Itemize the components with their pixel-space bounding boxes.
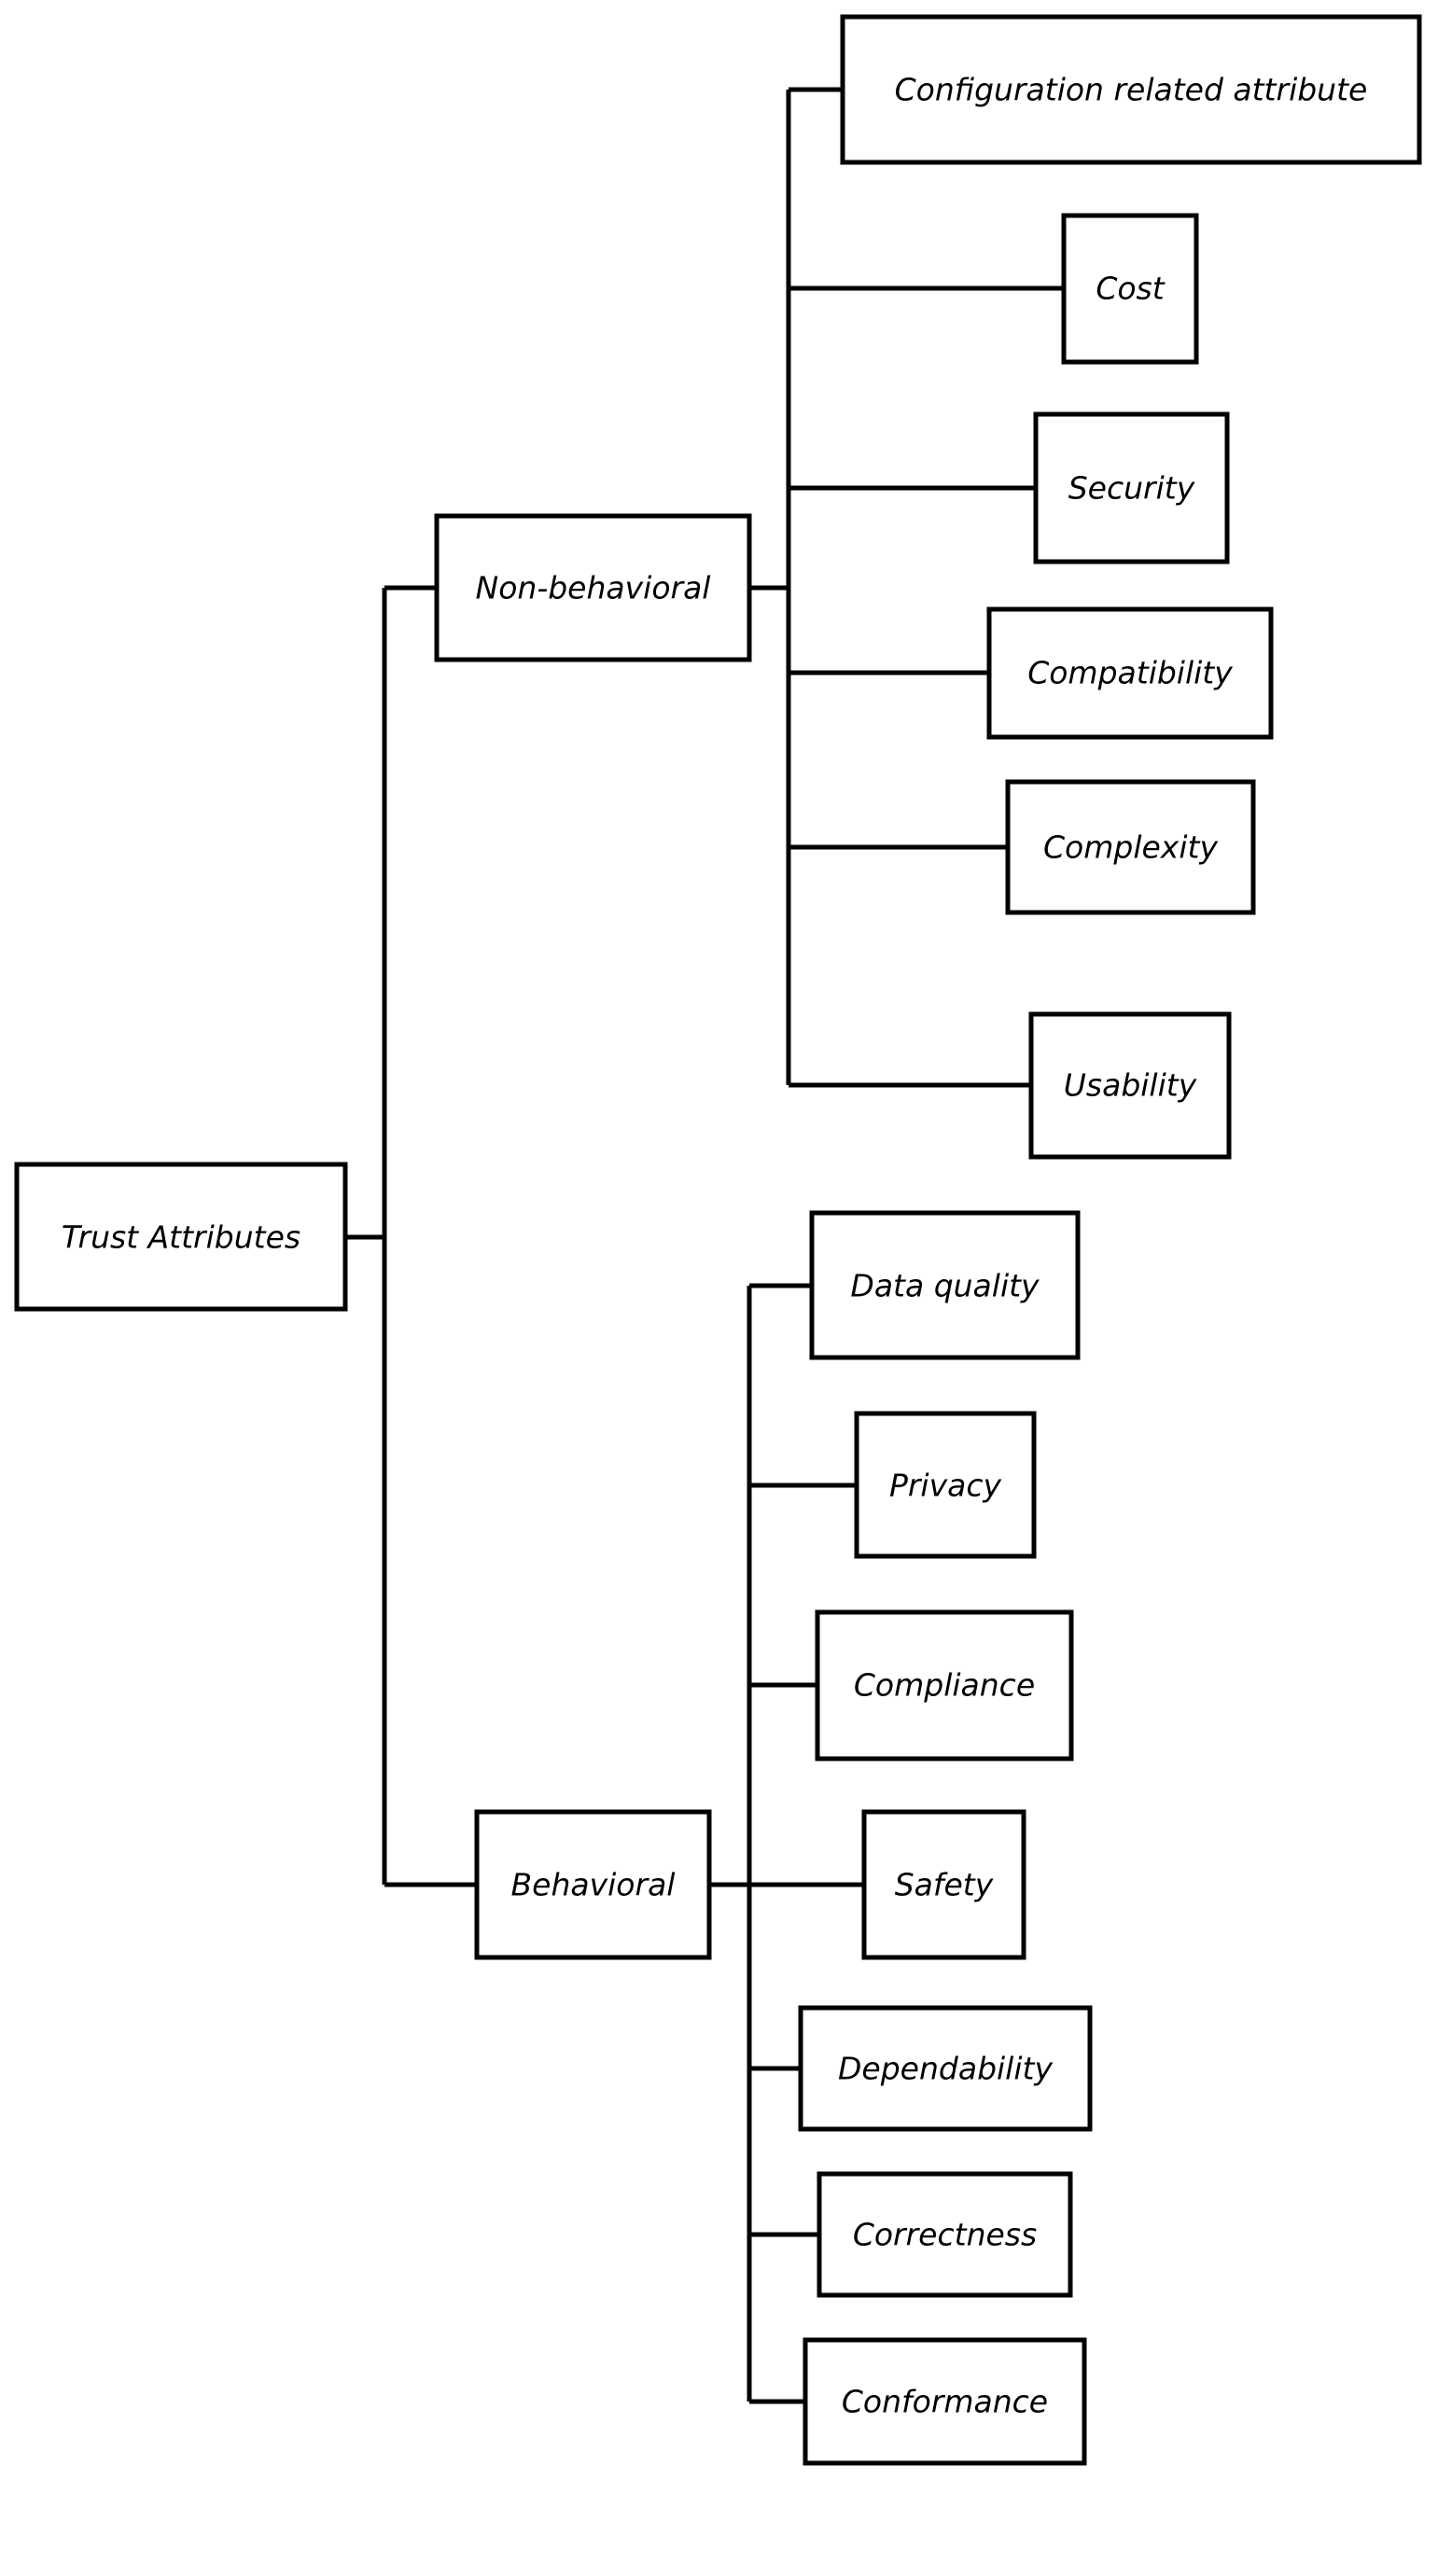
node-behavioral-box [474, 1809, 712, 1960]
node-dependability[interactable]: Dependability [798, 2005, 1093, 2132]
node-compliance[interactable]: Compliance [815, 1609, 1074, 1761]
node-non-behavioral-box [434, 513, 752, 662]
node-configuration-related-attribute[interactable]: Configuration related attribute [840, 14, 1422, 165]
node-complexity-label: Complexity [1043, 829, 1218, 866]
node-behavioral-label: Behavioral [511, 1867, 676, 1903]
node-dependability-box [798, 2005, 1093, 2132]
node-security-box [1033, 411, 1230, 564]
root-edge-group [345, 585, 477, 1887]
node-non-behavioral-label: Non-behavioral [476, 570, 711, 606]
node-safety[interactable]: Safety [861, 1809, 1026, 1960]
node-non-behavioral[interactable]: Non-behavioral [434, 513, 752, 662]
node-security[interactable]: Security [1033, 411, 1230, 564]
node-compatibility[interactable]: Compatibility [986, 606, 1274, 740]
node-configuration-related-attribute-label: Configuration related attribute [895, 72, 1368, 108]
node-data-quality[interactable]: Data quality [809, 1210, 1081, 1360]
node-trust-attributes[interactable]: Trust Attributes [14, 1162, 348, 1312]
node-privacy[interactable]: Privacy [854, 1411, 1037, 1559]
behavioral-edge-group [709, 1283, 864, 2404]
node-conformance-label: Conformance [842, 2384, 1048, 2420]
node-dependability-label: Dependability [838, 2051, 1053, 2087]
node-configuration-related-attribute-box [840, 14, 1422, 165]
node-security-label: Security [1068, 470, 1195, 507]
node-compatibility-label: Compatibility [1027, 655, 1233, 691]
node-trust-attributes-box [14, 1162, 348, 1312]
node-data-quality-label: Data quality [850, 1268, 1040, 1304]
node-compliance-box [815, 1609, 1074, 1761]
node-conformance-box [803, 2337, 1087, 2466]
node-correctness-label: Correctness [853, 2217, 1037, 2253]
non-behavioral-edge-group [749, 87, 1064, 1088]
node-compliance-label: Compliance [854, 1667, 1035, 1704]
node-cost[interactable]: Cost [1061, 213, 1199, 365]
node-trust-attributes-label: Trust Attributes [62, 1219, 300, 1256]
node-cost-label: Cost [1096, 271, 1165, 307]
node-usability[interactable]: Usability [1028, 1011, 1232, 1160]
node-correctness[interactable]: Correctness [817, 2171, 1073, 2298]
node-complexity-box [1005, 779, 1256, 915]
node-conformance[interactable]: Conformance [803, 2337, 1087, 2466]
node-data-quality-box [809, 1210, 1081, 1360]
node-privacy-label: Privacy [889, 1468, 1002, 1504]
node-safety-label: Safety [895, 1867, 994, 1903]
node-correctness-box [817, 2171, 1073, 2298]
node-usability-label: Usability [1064, 1067, 1197, 1104]
node-usability-box [1028, 1011, 1232, 1160]
node-behavioral[interactable]: Behavioral [474, 1809, 712, 1960]
node-cost-box [1061, 213, 1199, 365]
node-complexity[interactable]: Complexity [1005, 779, 1256, 915]
node-privacy-box [854, 1411, 1037, 1559]
node-safety-box [861, 1809, 1026, 1960]
node-compatibility-box [986, 606, 1274, 740]
